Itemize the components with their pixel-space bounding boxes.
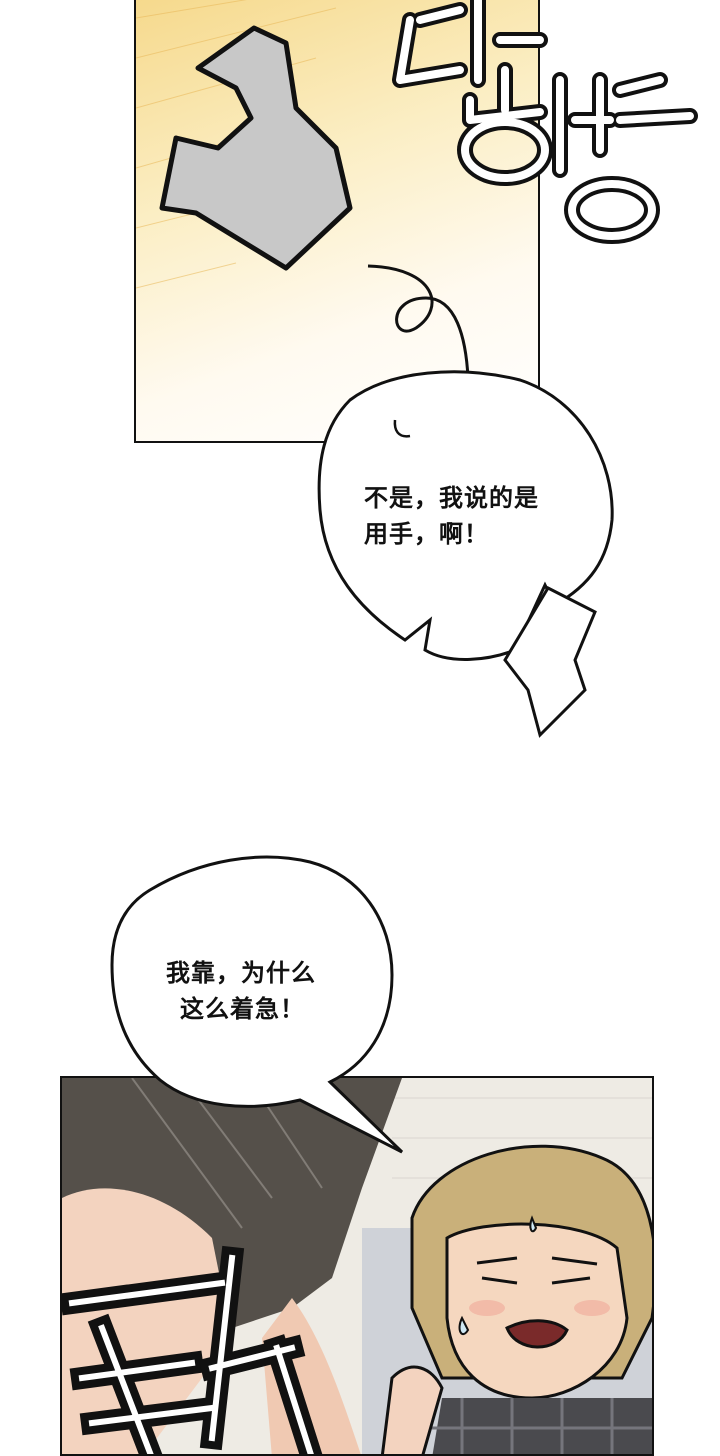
bubble-2-line-2: 这么着急！ [180,995,305,1023]
speech-bubble-1 [317,370,614,738]
sfx-top-lettering [392,0,698,244]
bubble-1-text: 不是，我说的是 用手，啊！ [364,480,539,552]
grey-shape [159,25,353,271]
bottom-panel [60,1076,654,1456]
bottom-panel-art [62,1078,652,1454]
string-line [367,264,470,379]
bubble-1-line-2: 用手，啊！ [364,520,489,548]
top-panel-art [136,0,470,379]
bubble-1-line-1: 不是，我说的是 [364,484,539,512]
speech-bubble-2 [110,855,404,1154]
bubble-2-text: 我靠，为什么 这么着急！ [166,955,316,1027]
bubble-2-line-1: 我靠，为什么 [166,959,316,987]
